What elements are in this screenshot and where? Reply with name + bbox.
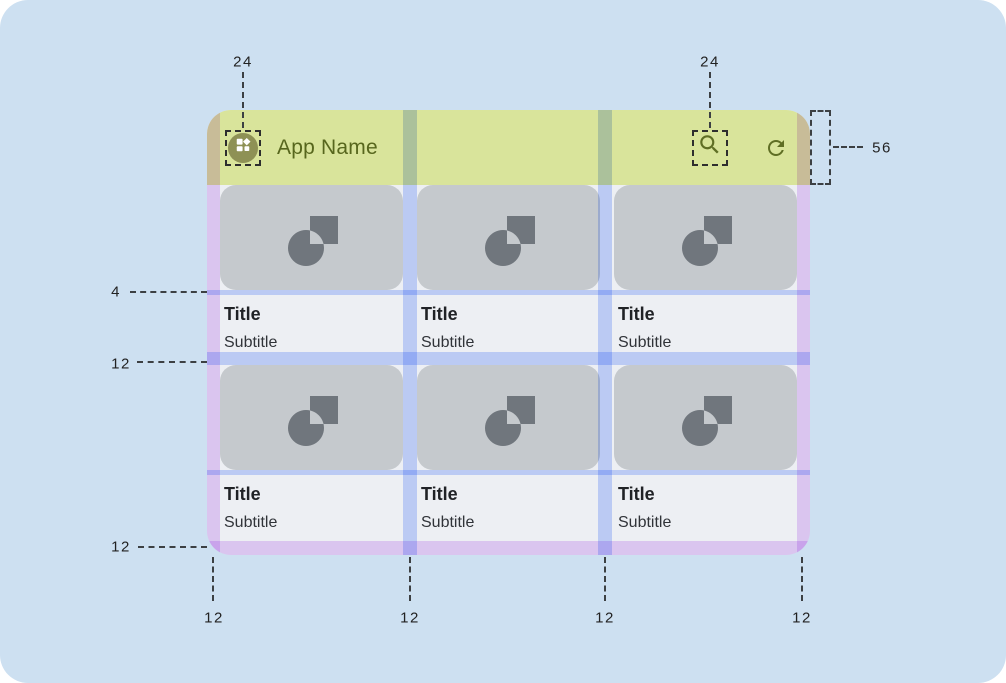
card-subtitle: Subtitle bbox=[224, 514, 278, 531]
media-placeholder-icon bbox=[484, 215, 535, 266]
card-title: Title bbox=[618, 484, 655, 504]
measure-line bbox=[212, 557, 214, 601]
card-subtitle: Subtitle bbox=[421, 334, 475, 351]
card-text[interactable]: Title Subtitle bbox=[220, 475, 403, 541]
measure-label-bottom-margin: 12 bbox=[111, 538, 131, 556]
measure-label-left-margin: 12 bbox=[204, 609, 224, 627]
dashboard-grid-icon bbox=[233, 135, 253, 160]
card-image[interactable] bbox=[417, 185, 600, 290]
measure-label-search-icon: 24 bbox=[700, 53, 720, 71]
card-text[interactable]: Title Subtitle bbox=[614, 475, 797, 541]
measure-line bbox=[242, 72, 244, 128]
media-placeholder-icon bbox=[484, 395, 535, 446]
measure-label-right-margin: 12 bbox=[792, 609, 812, 627]
measure-label-row-gap: 12 bbox=[111, 355, 131, 373]
measure-line bbox=[604, 557, 606, 601]
search-icon[interactable] bbox=[697, 132, 723, 163]
media-placeholder-icon bbox=[287, 395, 338, 446]
measure-label-image-text-gap: 4 bbox=[111, 283, 121, 301]
app-icon-measure-box bbox=[225, 129, 261, 166]
card-title: Title bbox=[224, 484, 261, 504]
measure-line bbox=[833, 146, 863, 148]
card-title: Title bbox=[618, 304, 655, 324]
card-image[interactable] bbox=[220, 365, 403, 470]
card-image[interactable] bbox=[614, 185, 797, 290]
card-text[interactable]: Title Subtitle bbox=[417, 475, 600, 541]
media-placeholder-icon bbox=[681, 215, 732, 266]
media-placeholder-icon bbox=[287, 215, 338, 266]
measure-line bbox=[801, 557, 803, 601]
measure-line bbox=[409, 557, 411, 601]
search-icon-measure-box bbox=[692, 129, 728, 166]
card-grid: Title Subtitle Title Subtitle Title Subt… bbox=[207, 185, 810, 555]
mock-app-window: App Name bbox=[207, 110, 810, 555]
card-image[interactable] bbox=[614, 365, 797, 470]
refresh-icon[interactable] bbox=[764, 136, 788, 160]
card-text[interactable]: Title Subtitle bbox=[417, 295, 600, 352]
card-subtitle: Subtitle bbox=[224, 334, 278, 351]
card-image[interactable] bbox=[220, 185, 403, 290]
measure-label-app-icon: 24 bbox=[233, 53, 253, 71]
card-subtitle: Subtitle bbox=[618, 514, 672, 531]
card-title: Title bbox=[421, 484, 458, 504]
measure-label-appbar-height: 56 bbox=[872, 139, 892, 157]
measure-line bbox=[137, 361, 207, 363]
measure-line bbox=[709, 72, 711, 128]
card-image[interactable] bbox=[417, 365, 600, 470]
media-placeholder-icon bbox=[681, 395, 732, 446]
card-subtitle: Subtitle bbox=[421, 514, 475, 531]
card-title: Title bbox=[224, 304, 261, 324]
card-text[interactable]: Title Subtitle bbox=[220, 295, 403, 352]
measure-label-gutter-1: 12 bbox=[400, 609, 420, 627]
measure-line bbox=[130, 291, 207, 293]
card-subtitle: Subtitle bbox=[618, 334, 672, 351]
app-bar: App Name bbox=[207, 110, 810, 185]
measure-bracket-appbar bbox=[810, 110, 831, 185]
app-logo-button[interactable] bbox=[228, 132, 258, 163]
measure-label-gutter-2: 12 bbox=[595, 609, 615, 627]
app-title: App Name bbox=[277, 135, 378, 159]
card-title: Title bbox=[421, 304, 458, 324]
measure-line bbox=[138, 546, 207, 548]
card-text[interactable]: Title Subtitle bbox=[614, 295, 797, 352]
